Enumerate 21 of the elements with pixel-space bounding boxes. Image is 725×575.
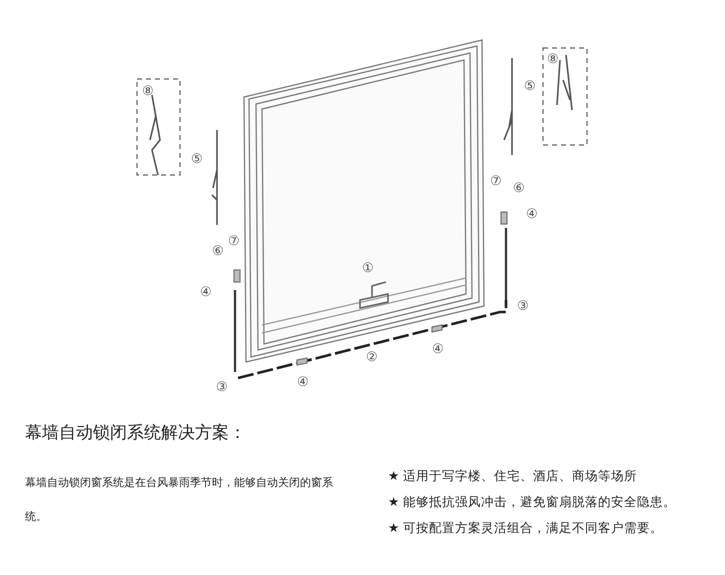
- feature-item: ★ 可按配置方案灵活组合，满足不同客户需要。: [388, 520, 664, 537]
- callout-number: ③: [517, 300, 529, 313]
- callout-number: ⑦: [228, 235, 240, 248]
- callout-number: ⑦: [490, 175, 502, 188]
- callout-number: ⑥: [513, 182, 525, 195]
- description-paragraph: 幕墙自动锁闭窗系统是在台风暴雨季节时，能够自动关闭的窗系统。: [25, 475, 334, 525]
- feature-item: ★ 能够抵抗强风冲击，避免窗扇脱落的安全隐患。: [388, 494, 676, 511]
- section-heading: 幕墙自动锁闭系统解决方案：: [25, 422, 246, 444]
- callout-number: ⑤: [524, 80, 536, 93]
- callout-number: ⑧: [547, 53, 559, 66]
- callout-number: ⑤: [191, 153, 203, 166]
- callout-number: ⑥: [212, 245, 224, 258]
- callout-number: ④: [526, 208, 538, 221]
- callout-number: ③: [216, 381, 228, 394]
- callout-number: ②: [366, 351, 378, 364]
- callout-number: ⑧: [142, 85, 154, 98]
- callout-number: ④: [200, 286, 212, 299]
- callout-number: ④: [297, 376, 309, 389]
- callout-number: ④: [432, 343, 444, 356]
- feature-item: ★ 适用于写字楼、住宅、酒店、商场等场所: [388, 468, 638, 485]
- callout-number: ①: [362, 262, 374, 275]
